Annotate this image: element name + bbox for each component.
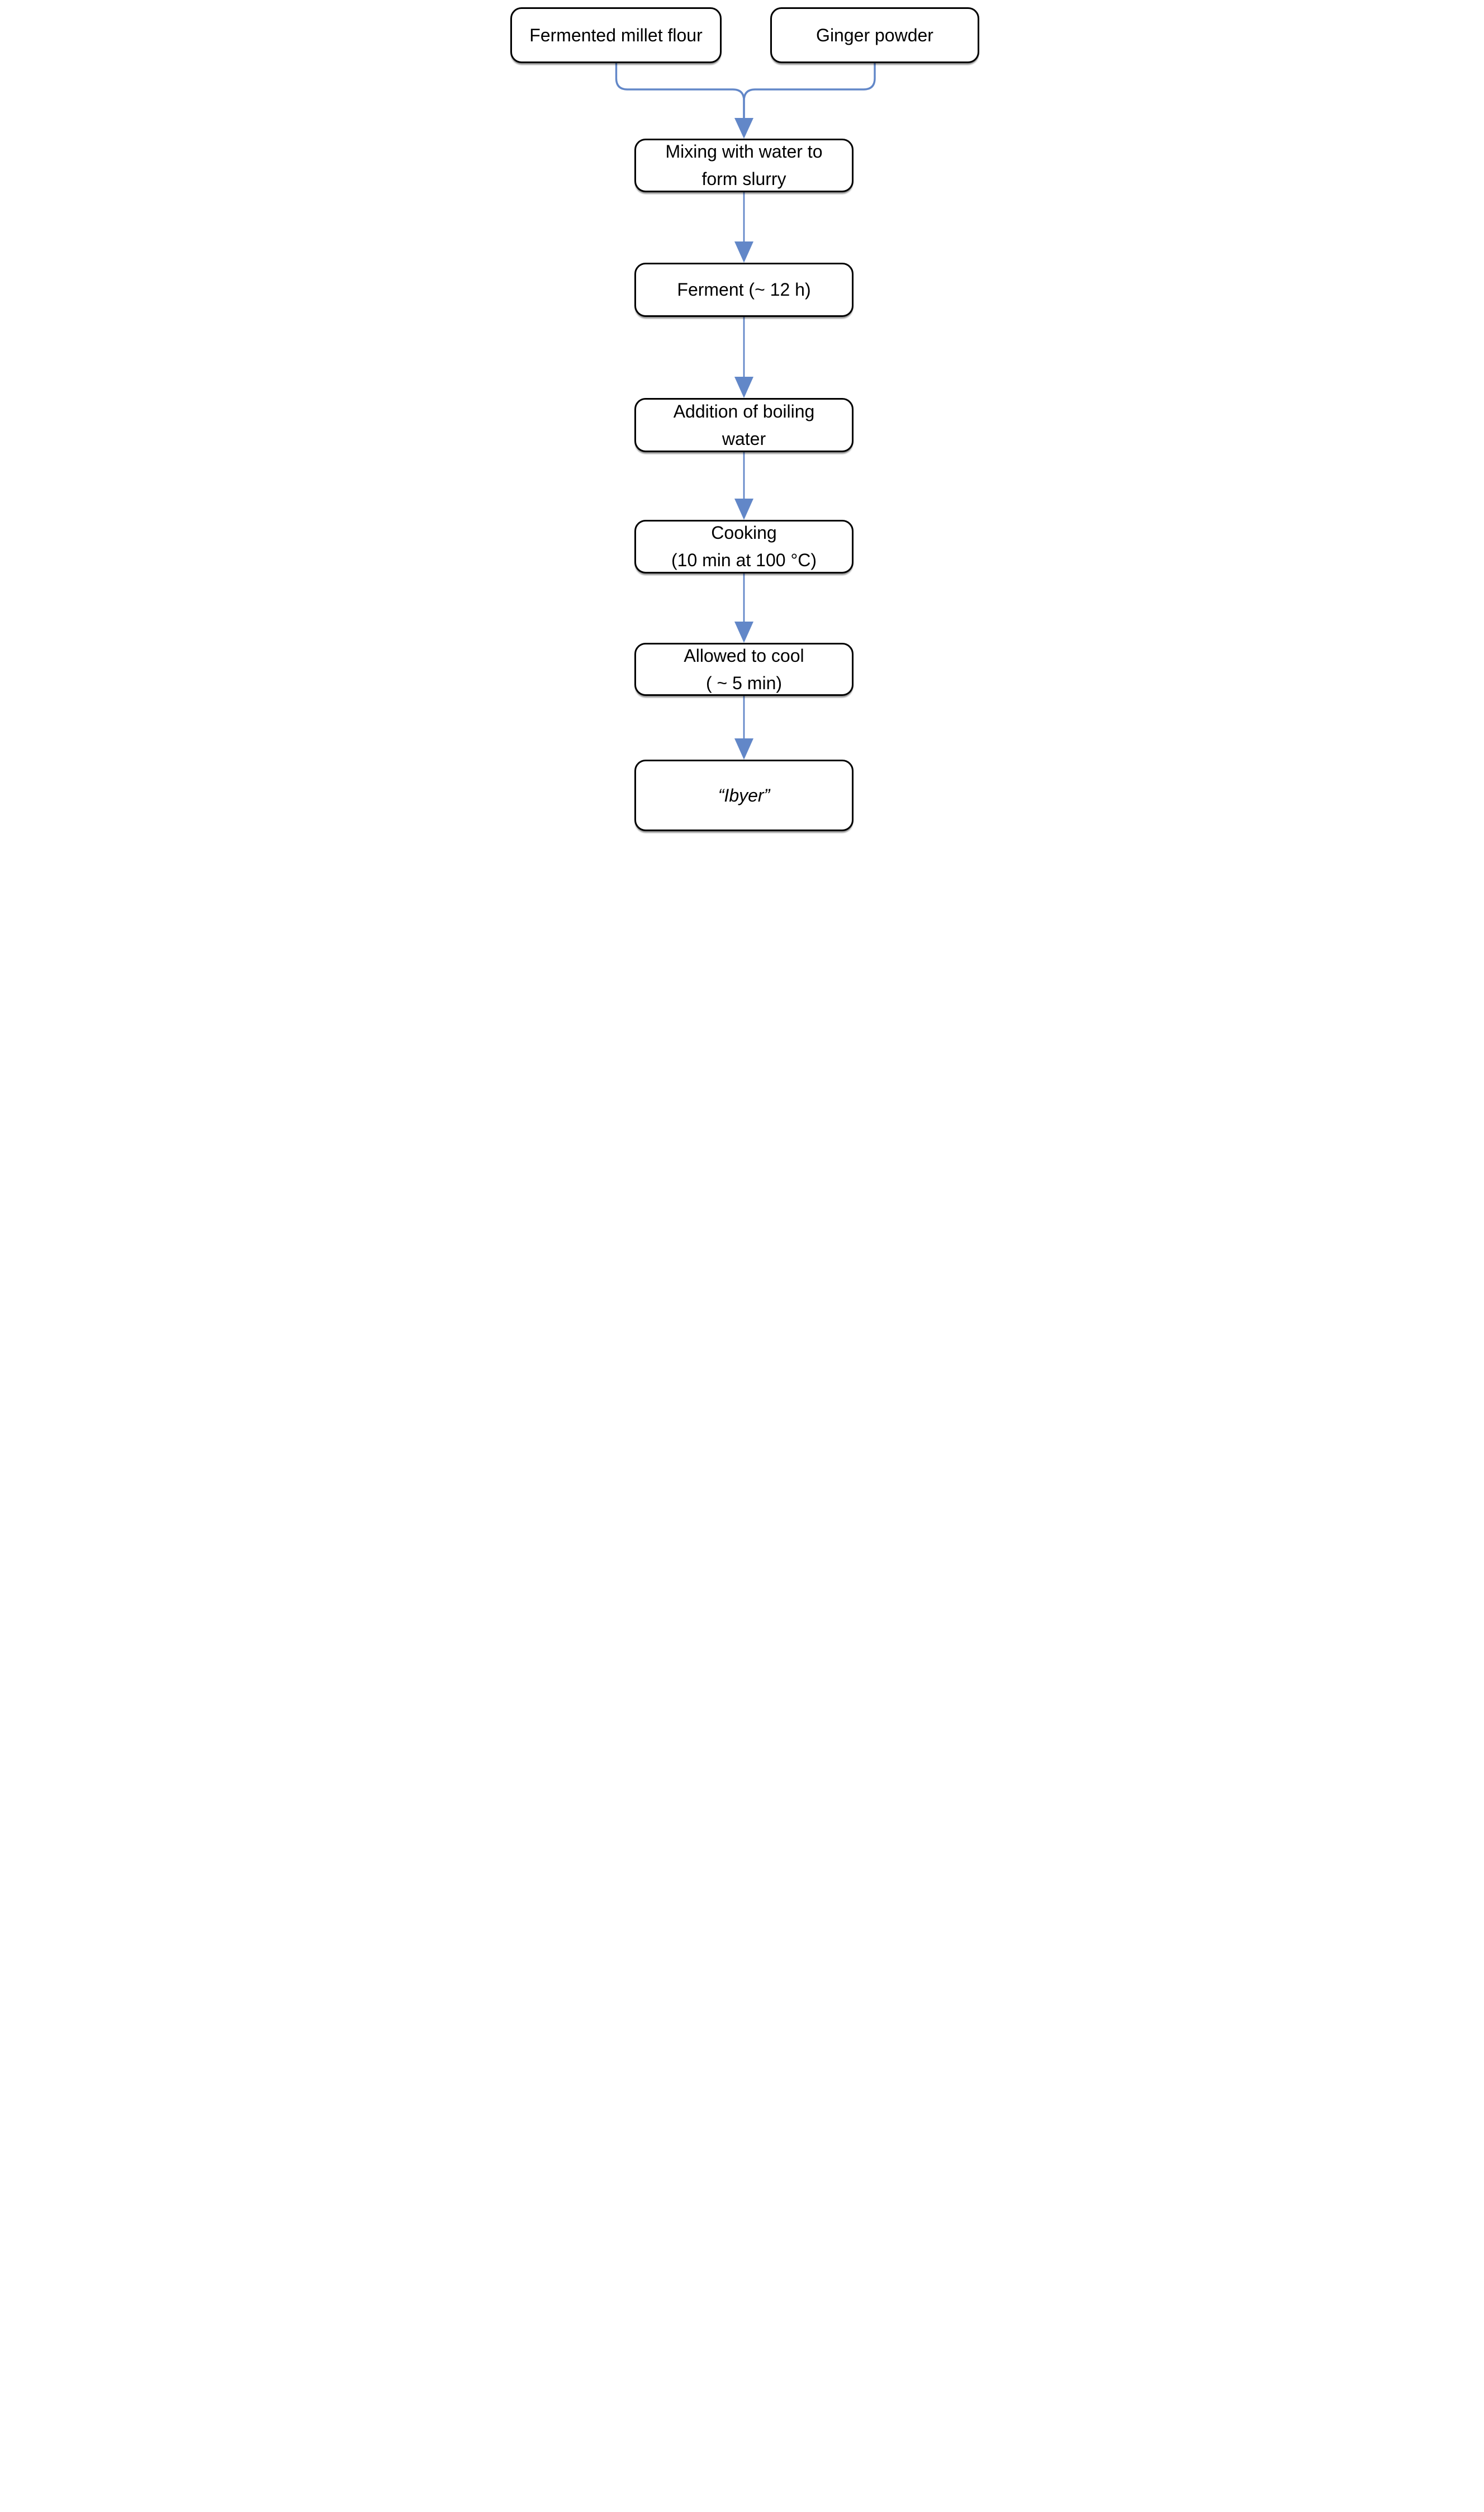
node-ibyer-final-product: “Ibyer” (634, 760, 854, 831)
node-ferment-label: Ferment (~ 12 h) (677, 279, 811, 300)
arrowhead-ferment-to-boiling (734, 377, 753, 398)
node-ginger-powder-label: Ginger powder (816, 25, 933, 45)
node-boiling-label-line1: Addition of boiling (673, 401, 815, 421)
arrowhead-mixing-to-ferment (734, 241, 753, 263)
connector-inputs-merge (615, 63, 876, 119)
arrowhead-cooling-to-ibyer (734, 738, 753, 760)
node-cooling-label-line2: ( ~ 5 min) (705, 672, 783, 693)
arrowhead-boiling-to-cooking (734, 499, 753, 520)
node-cooking-label-line1: Cooking (711, 523, 777, 543)
node-fermented-millet-flour: Fermented millet flour (510, 7, 722, 63)
arrowhead-merge-to-mixing (734, 118, 753, 139)
node-allowed-to-cool: Allowed to cool ( ~ 5 min) (634, 643, 854, 696)
node-mixing-label-line2: form slurry (701, 169, 786, 189)
node-ibyer-label: “Ibyer” (718, 785, 770, 805)
node-mixing-with-water: Mixing with water to form slurry (634, 139, 854, 192)
node-ferment: Ferment (~ 12 h) (634, 263, 854, 317)
node-addition-of-boiling-water: Addition of boiling water (634, 398, 854, 452)
node-fermented-millet-flour-label: Fermented millet flour (529, 25, 703, 45)
node-cooking-label-line2: (10 min at 100 °C) (671, 550, 817, 570)
node-boiling-label-line2: water (722, 428, 766, 449)
node-mixing-label-line1: Mixing with water to (665, 141, 823, 162)
node-cooking: Cooking (10 min at 100 °C) (634, 520, 854, 574)
flowchart-canvas: Fermented millet flour Ginger powder Mix… (495, 0, 989, 837)
node-cooling-label-line1: Allowed to cool (684, 645, 804, 666)
arrowhead-cooking-to-cooling (734, 622, 753, 643)
node-ginger-powder: Ginger powder (770, 7, 979, 63)
